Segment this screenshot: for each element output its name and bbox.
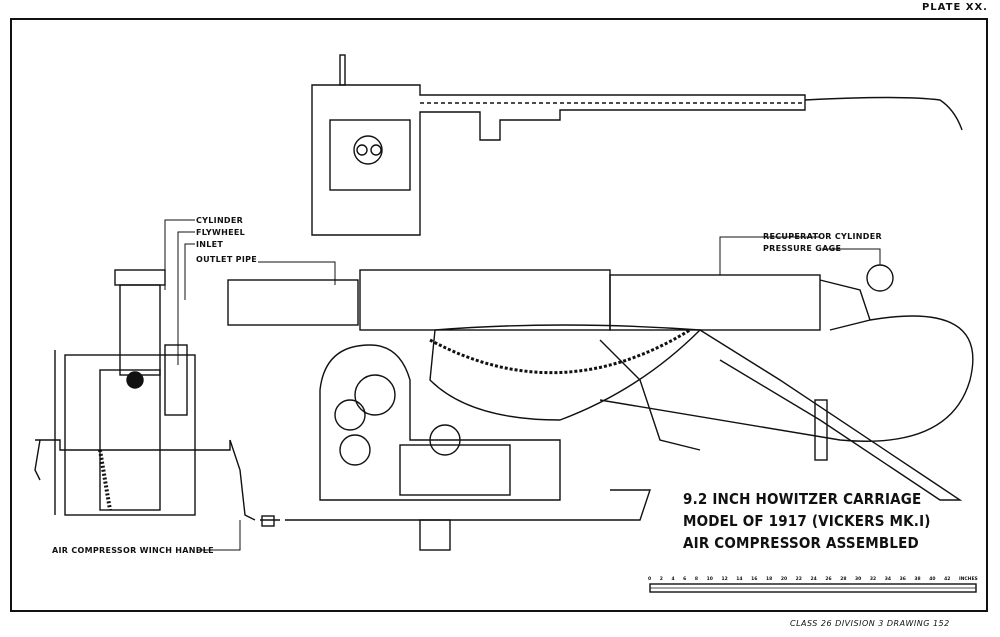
drawing-reference: CLASS 26 DIVISION 3 DRAWING 152 (790, 619, 950, 628)
howitzer-main-view (227, 264, 974, 551)
scale-tick: 20 (780, 577, 788, 582)
label-pressure-gage: PRESSURE GAGE (763, 244, 842, 253)
scale-tick: 16 (751, 577, 758, 582)
scale-tick: 24 (810, 577, 817, 582)
scale-tick: 14 (736, 577, 743, 582)
scale-tick: 32 (869, 577, 877, 582)
scale-tick: 12 (721, 577, 728, 582)
label-outlet-pipe: OUTLET PIPE (196, 255, 258, 264)
drawing-frame (10, 18, 988, 612)
title-line-2: MODEL OF 1917 (VICKERS MK.I) (683, 512, 931, 530)
scale-tick: 34 (884, 577, 891, 582)
scale-tick: 10 (706, 577, 713, 582)
title-line-3: AIR COMPRESSOR ASSEMBLED (683, 534, 919, 552)
scale-tick: 4 (671, 577, 675, 582)
top-view-assembly (311, 54, 963, 236)
label-inlet: INLET (196, 240, 224, 249)
plate-number: PLATE XX. (921, 2, 988, 13)
scale-tick: 22 (795, 577, 802, 582)
label-recuperator-cylinder: RECUPERATOR CYLINDER (763, 232, 882, 241)
scale-tick: 36 (899, 577, 906, 582)
scale-tick: 2 (659, 577, 663, 582)
drawing-title: 9.2 INCH HOWITZER CARRIAGE MODEL OF 1917… (683, 488, 931, 554)
compressor-side-view (34, 269, 256, 521)
label-flywheel: FLYWHEEL (196, 228, 246, 237)
scale-tick: 0 (648, 577, 652, 582)
scale-tick: 40 (929, 577, 936, 582)
scale-tick: 42 (944, 577, 951, 582)
leader-lines (164, 219, 881, 551)
scale-tick: 30 (855, 577, 862, 582)
title-line-1: 9.2 INCH HOWITZER CARRIAGE (683, 490, 922, 508)
scale-tick: 38 (914, 577, 921, 582)
label-cylinder: CYLINDER (196, 216, 244, 225)
scale-ticks: 0 2 4 6 8 10 12 14 16 18 20 22 24 26 28 … (648, 577, 978, 582)
scale-tick: 28 (840, 577, 847, 582)
scale-tick: 18 (765, 577, 773, 582)
scale-tick: 26 (825, 577, 832, 582)
scale-tick: 8 (694, 577, 699, 582)
scale-tick: INCHES (958, 577, 978, 582)
scale-tick: 6 (683, 577, 687, 582)
scale-bar (649, 583, 977, 593)
label-winch-handle: AIR COMPRESSOR WINCH HANDLE (52, 546, 214, 555)
